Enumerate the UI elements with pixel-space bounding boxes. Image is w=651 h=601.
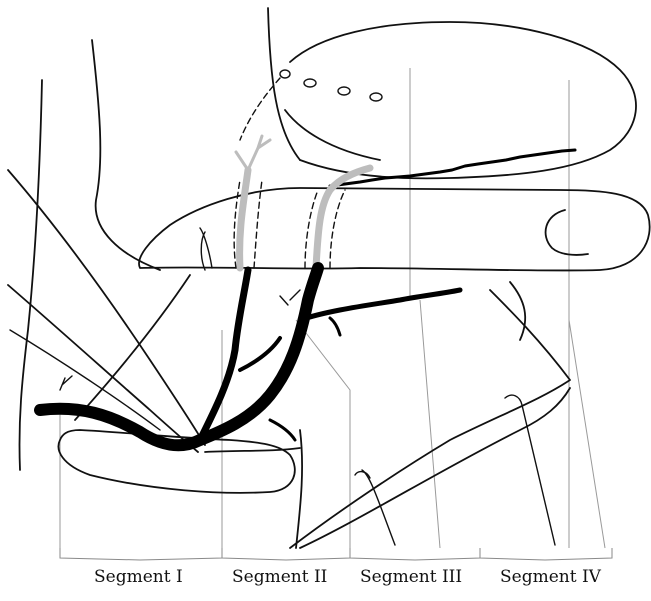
- lower-body: [75, 228, 570, 548]
- segment-label-3: Segment III: [360, 567, 462, 587]
- segment-brackets: [60, 548, 612, 560]
- middle-bar: [139, 188, 650, 271]
- segment-label-4: Segment IV: [500, 567, 601, 587]
- segment-label-1: Segment I: [94, 567, 183, 587]
- upper-lobe: [240, 8, 636, 186]
- grey-vessels: [234, 136, 370, 268]
- segment-label-2: Segment II: [232, 567, 327, 587]
- black-vessels: [40, 268, 460, 445]
